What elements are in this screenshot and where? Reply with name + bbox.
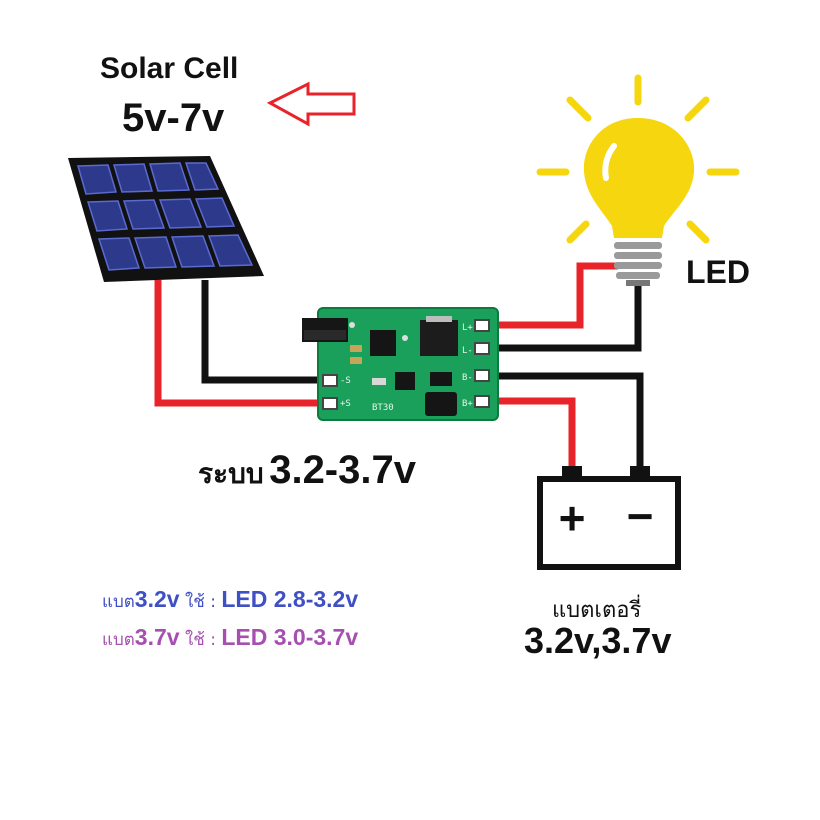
- board-marking: BT30: [372, 403, 394, 413]
- charger-board: L+ L- B- B+ -S +S BT30: [302, 307, 499, 421]
- battery-note-1: แบต3.2v ใช้ : LED 2.8-3.2v: [102, 586, 358, 615]
- note-2-use: ใช้ :: [179, 630, 222, 650]
- solar-cells: [77, 162, 254, 271]
- inductor: [425, 392, 457, 416]
- system-prefix: ระบบ: [198, 457, 264, 490]
- note-2-battery: 3.7v: [134, 624, 180, 650]
- battery-minus-sign: −: [627, 490, 654, 542]
- ic-chip: [370, 330, 396, 356]
- system-voltage: 3.2-3.7v: [269, 448, 416, 492]
- note-2-prefix: แบต: [102, 630, 135, 650]
- light-bulb-icon: [536, 74, 740, 286]
- wire-battery-positive: [480, 397, 576, 478]
- battery-label: แบตเตอรี่: [552, 598, 642, 623]
- led-label: LED: [686, 254, 750, 290]
- silk-s-plus: +S: [340, 399, 351, 409]
- note-1-led: LED 2.8-3.2v: [221, 586, 359, 612]
- battery-icon: + −: [537, 466, 681, 570]
- note-1-use: ใช้ :: [179, 592, 222, 612]
- battery-plus-sign: +: [559, 492, 586, 544]
- silk-b-plus: B+: [462, 399, 473, 409]
- board-pads: [322, 319, 490, 410]
- silk-l-plus: L+: [462, 323, 473, 333]
- arrow-left-icon: [266, 81, 356, 127]
- mosfet: [420, 320, 458, 356]
- note-2-led: LED 3.0-3.7v: [221, 624, 359, 650]
- wire-solar-positive: [154, 280, 338, 407]
- wire-led-negative: [480, 282, 642, 352]
- solar-cell-title: Solar Cell: [100, 52, 239, 85]
- solar-panel: [68, 156, 264, 282]
- wire-led-positive: [480, 262, 618, 329]
- system-voltage-label: ระบบ 3.2-3.7v: [198, 448, 416, 496]
- silk-l-minus: L-: [462, 346, 473, 356]
- battery-note-2: แบต3.7v ใช้ : LED 3.0-3.7v: [102, 624, 358, 653]
- wire-battery-negative: [480, 372, 644, 478]
- note-1-battery: 3.2v: [134, 586, 180, 612]
- silk-s-minus: -S: [340, 376, 351, 386]
- battery-voltage-label: 3.2v,3.7v: [524, 620, 672, 661]
- solar-voltage-label: 5v-7v: [122, 96, 225, 140]
- silk-b-minus: B-: [462, 373, 473, 383]
- note-1-prefix: แบต: [102, 592, 135, 612]
- wires: [154, 262, 644, 478]
- wire-solar-negative: [201, 280, 338, 384]
